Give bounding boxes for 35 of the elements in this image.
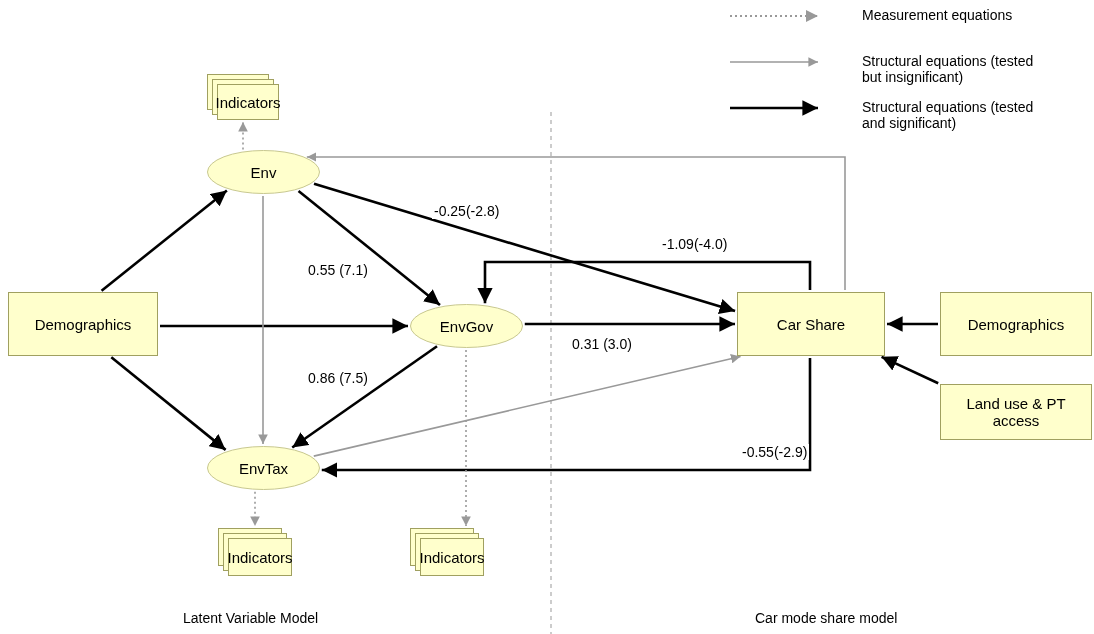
- arrow: [110, 356, 227, 451]
- arrow: [291, 345, 438, 449]
- arrow: [887, 316, 938, 332]
- variable-box: Demographics: [940, 292, 1092, 356]
- arrow: [321, 358, 812, 478]
- section-label: Latent Variable Model: [183, 610, 319, 626]
- arrow: [524, 316, 735, 332]
- edge-label: -0.25(-2.8): [432, 203, 502, 219]
- arrow: [258, 195, 268, 445]
- arrow: [297, 189, 441, 307]
- edge-label: -0.55(-2.9): [740, 444, 810, 460]
- arrow: [477, 260, 812, 304]
- arrow: [881, 355, 939, 385]
- arrow: [160, 318, 408, 334]
- latent-variable-ellipse: EnvTax: [207, 446, 320, 490]
- legend-text: Structural equations (tested and significant): [862, 99, 1035, 131]
- legend-text: Structural equations (tested but insignificant): [862, 53, 1035, 85]
- edge-label: 0.31 (3.0): [570, 336, 634, 352]
- edge-label: 0.86 (7.5): [306, 370, 370, 386]
- edge-label: -1.09(-4.0): [660, 236, 730, 252]
- dotted-arrow: [250, 490, 260, 527]
- variable-box: Car Share: [737, 292, 885, 356]
- arrow: [100, 189, 228, 292]
- latent-variable-ellipse: EnvGov: [410, 304, 523, 348]
- section-label: Car mode share model: [755, 610, 898, 626]
- edge-label: 0.55 (7.1): [306, 262, 370, 278]
- dotted-arrow: [238, 121, 248, 151]
- variable-box: Demographics: [8, 292, 158, 356]
- variable-box: Land use & PT access: [940, 384, 1092, 440]
- arrow: [313, 182, 736, 314]
- arrow: [306, 152, 846, 291]
- dotted-arrow: [461, 349, 471, 527]
- legend-text: Measurement equations: [862, 7, 1014, 23]
- latent-variable-ellipse: Env: [207, 150, 320, 194]
- arrow: [312, 353, 742, 457]
